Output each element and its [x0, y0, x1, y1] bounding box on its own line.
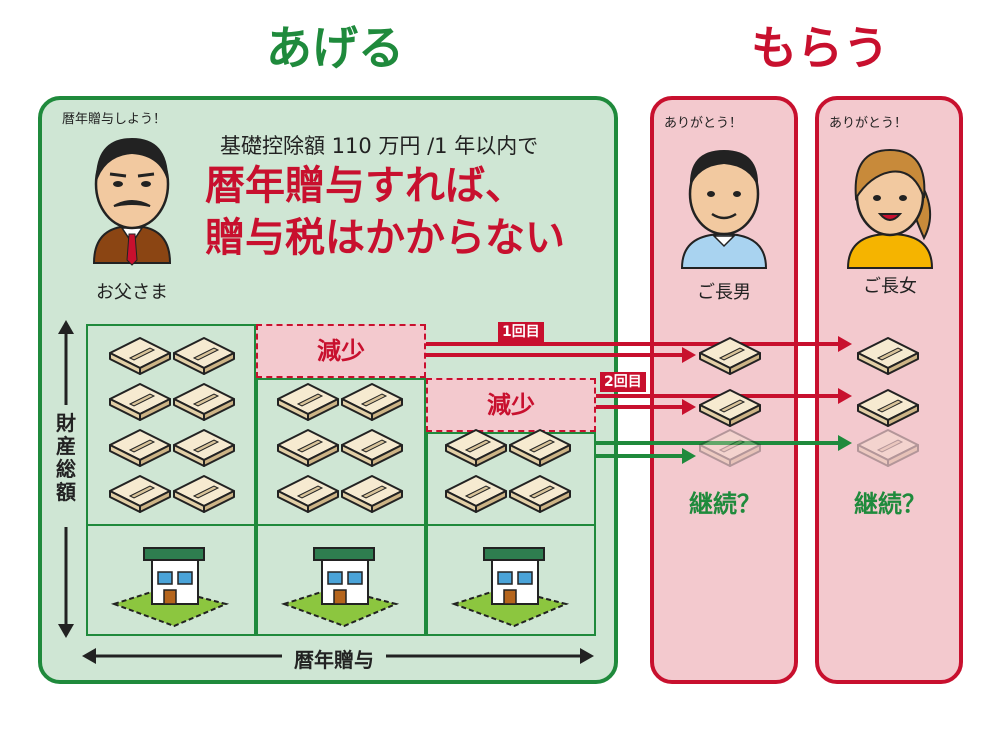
main-message-line2: 贈与税はかからない [205, 215, 565, 261]
transfer-arrow-1 [426, 336, 852, 363]
son-icon [680, 150, 768, 269]
main-message: 暦年贈与すれば、 贈与税はかからない [205, 160, 605, 264]
daughter-speech: ありがとう！ [829, 116, 908, 131]
father-speech: 暦年贈与しよう！ [62, 112, 167, 127]
vertical-axis-label: 財産総額 [56, 411, 76, 504]
horizontal-axis-label: 暦年贈与 [282, 644, 386, 673]
father-name: お父さま [96, 282, 168, 303]
son-name: ご長男 [697, 282, 751, 303]
receive-heading: もらう [751, 21, 889, 75]
main-message-line1: 暦年贈与すれば、 [205, 163, 525, 209]
vertical-axis-arrow [58, 320, 74, 638]
transfer-label-2: 2回目 [600, 372, 646, 392]
give-heading: あげる [266, 21, 404, 75]
transfer-label-1: 1回目 [498, 322, 544, 342]
daughter-icon [846, 148, 934, 269]
continue-label-son: 継続？ [689, 490, 761, 518]
future-money-icon [699, 429, 919, 467]
continue-label-daughter: 継続？ [854, 490, 926, 518]
daughter-name: ご長女 [863, 276, 917, 297]
money-stack-icon [109, 337, 571, 513]
father-icon [92, 138, 172, 266]
condition-text: 基礎控除額 110 万円 /1 年以内で [220, 134, 539, 158]
reduction-box-2: 減少 [426, 378, 596, 432]
son-speech: ありがとう！ [664, 116, 743, 131]
house-icon [113, 547, 567, 627]
received-money-icon [699, 337, 919, 427]
reduction-box-1: 減少 [256, 324, 426, 378]
